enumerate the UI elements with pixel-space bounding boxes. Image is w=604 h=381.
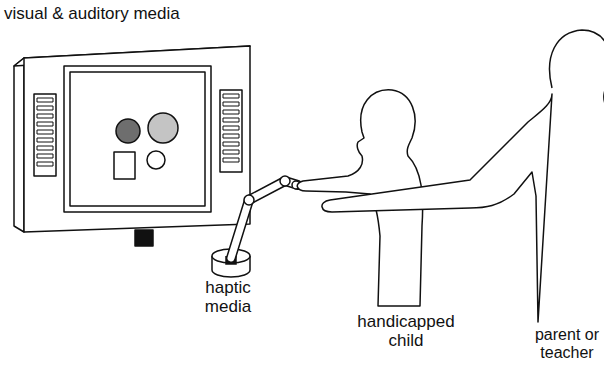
square-shape bbox=[114, 152, 135, 179]
caption-label: handicapped child bbox=[351, 312, 461, 350]
haptic-device bbox=[212, 176, 300, 277]
caption-label: haptic media bbox=[193, 278, 263, 316]
parent-silhouette bbox=[322, 30, 604, 322]
screen-inner bbox=[70, 72, 205, 206]
monitor-stand bbox=[135, 230, 153, 246]
caption-label: parent or teacher bbox=[532, 326, 602, 362]
dark-circle bbox=[116, 119, 140, 143]
caption-label: visual & auditory media bbox=[4, 4, 224, 23]
monitor-side bbox=[14, 58, 24, 232]
parent-figure bbox=[322, 30, 604, 322]
speaker-right bbox=[220, 90, 242, 172]
monitor-face bbox=[24, 46, 250, 232]
monitor bbox=[14, 46, 250, 246]
light-circle bbox=[148, 113, 178, 143]
speaker-left bbox=[34, 94, 56, 176]
monitor-screen bbox=[64, 66, 211, 212]
small-circle bbox=[147, 151, 165, 169]
